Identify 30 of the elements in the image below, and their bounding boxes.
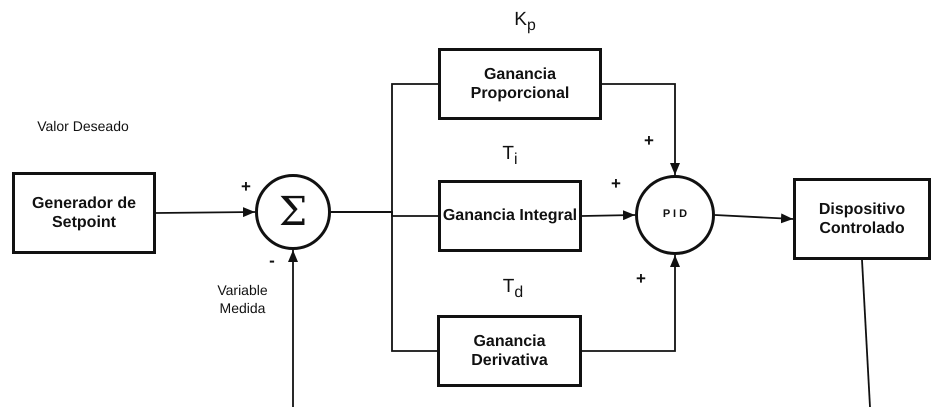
- process-box: [793, 178, 931, 260]
- plus-sign: +: [240, 176, 252, 198]
- connector-line: [288, 250, 298, 407]
- connector-line: [582, 210, 636, 220]
- connector-line: [714, 213, 794, 224]
- process-box: [438, 180, 582, 252]
- parameter-label: T$_{d}$: [502, 275, 524, 303]
- process-box: [438, 48, 602, 120]
- block-label: P I D: [662, 208, 688, 222]
- connector-line: [331, 211, 437, 352]
- process-box: [437, 315, 582, 387]
- plus-sign: +: [643, 130, 655, 152]
- minus-sign: -: [268, 250, 276, 272]
- parameter-label: K$_{p}$: [513, 8, 537, 36]
- signal-label: Valor Deseado: [36, 118, 130, 136]
- block-label: Dispositivo Controlado: [818, 200, 906, 238]
- block-label: Generador de Setpoint: [30, 194, 138, 232]
- block-label: Ganancia Proporcional: [470, 64, 570, 104]
- parameter-label: T$_{i}$: [501, 142, 519, 170]
- connector-line: [156, 207, 255, 218]
- plus-sign: +: [610, 173, 622, 194]
- sigma-symbol: Σ: [278, 192, 308, 232]
- signal-label: Variable Medida: [216, 282, 269, 317]
- block-label: Ganancia Integral: [442, 206, 578, 226]
- connector-line: [861, 260, 871, 407]
- plus-sign: +: [635, 268, 647, 290]
- connector-line: [602, 83, 680, 175]
- connector-line: [582, 255, 680, 352]
- process-box: [12, 172, 156, 254]
- block-label: Ganancia Derivativa: [470, 332, 549, 370]
